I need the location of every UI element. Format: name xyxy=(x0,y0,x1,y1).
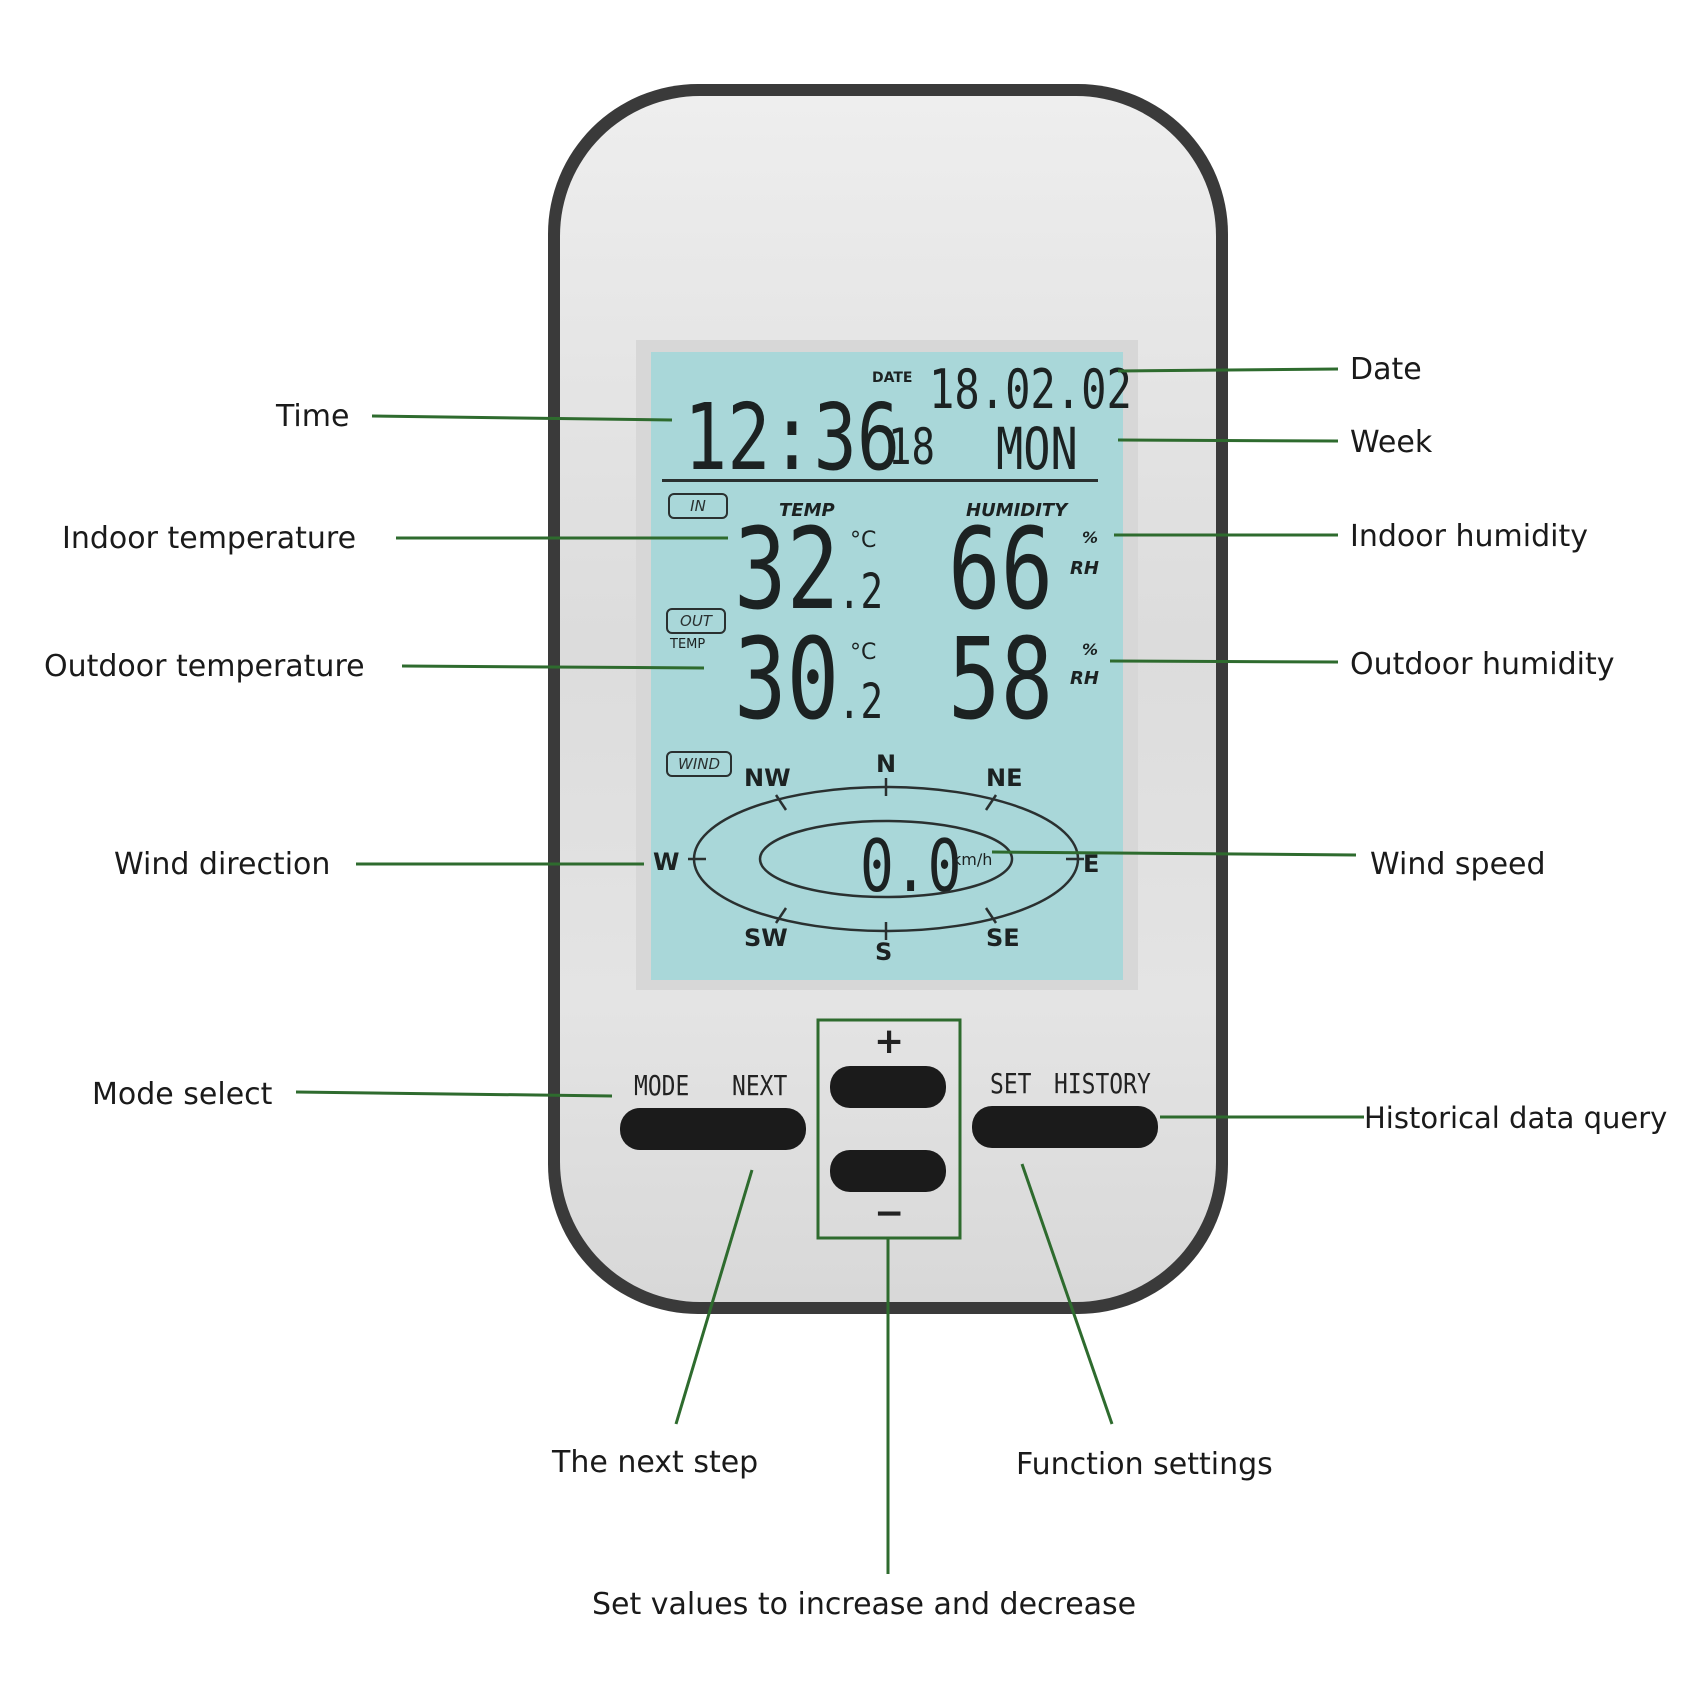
date-label: DATE xyxy=(872,370,913,386)
callout-function-settings: Function settings xyxy=(1016,1447,1273,1482)
callout-set-values: Set values to increase and decrease xyxy=(592,1587,1137,1622)
tick-se xyxy=(984,907,998,924)
leader-week xyxy=(1117,438,1339,443)
plus-minus-frame xyxy=(816,1018,962,1240)
leader-outdoor-humidity xyxy=(1109,659,1339,664)
callout-date: Date xyxy=(1350,352,1422,387)
minus-sign: − xyxy=(874,1193,905,1234)
callout-mode-select: Mode select xyxy=(92,1077,273,1112)
leader-outdoor-temperature xyxy=(401,664,705,670)
weekday-value: MON xyxy=(996,415,1078,483)
compass-w: W xyxy=(653,848,680,876)
indoor-temp-decimal: .2 xyxy=(838,564,884,620)
wind-outer-ring xyxy=(692,785,1080,933)
callout-wind-direction: Wind direction xyxy=(114,847,331,882)
leader-mode-select xyxy=(295,1090,613,1098)
wind-speed-unit: km/h xyxy=(952,850,993,869)
callout-wind-speed: Wind speed xyxy=(1370,847,1546,882)
compass-ne: NE xyxy=(986,764,1023,792)
callout-week: Week xyxy=(1350,425,1433,460)
compass-n: N xyxy=(876,750,897,778)
leader-next-step xyxy=(674,1169,754,1425)
indoor-temp-unit: °C xyxy=(850,528,877,553)
indoor-humidity-value: 66 xyxy=(948,505,1054,635)
outdoor-humidity-rh: RH xyxy=(1070,668,1099,689)
callout-historical-data-query: Historical data query xyxy=(1364,1101,1668,1135)
outdoor-temp-value: 30 xyxy=(734,615,840,745)
callout-indoor-humidity: Indoor humidity xyxy=(1350,519,1588,554)
leader-wind-speed xyxy=(991,850,1357,857)
temp-header: TEMP xyxy=(779,500,835,521)
compass-sw: SW xyxy=(744,924,788,952)
lcd-screen xyxy=(651,352,1123,980)
in-indicator: IN xyxy=(668,493,728,519)
leader-function-settings xyxy=(1020,1163,1114,1425)
callout-next-step: The next step xyxy=(552,1445,759,1480)
seconds-value: 18 xyxy=(888,418,935,476)
indoor-humidity-rh: RH xyxy=(1070,558,1099,579)
outdoor-temp-unit: °C xyxy=(850,640,877,665)
tick-sw xyxy=(774,907,788,924)
date-value: 18.02.02 xyxy=(929,358,1132,421)
set-history-button[interactable] xyxy=(972,1106,1158,1148)
out-temp-label: TEMP xyxy=(670,637,706,652)
indoor-humidity-pct: % xyxy=(1082,528,1099,547)
outdoor-temp-decimal: .2 xyxy=(838,674,884,730)
humidity-header: HUMIDITY xyxy=(966,500,1068,521)
wind-inner-ring xyxy=(758,819,1014,899)
callout-outdoor-humidity: Outdoor humidity xyxy=(1350,647,1615,682)
compass-se: SE xyxy=(986,924,1020,952)
wind-compass-graphic xyxy=(688,778,1084,940)
set-label: SET xyxy=(990,1067,1032,1100)
mode-label: MODE xyxy=(634,1069,690,1102)
compass-nw: NW xyxy=(744,764,791,792)
outdoor-humidity-pct: % xyxy=(1082,640,1099,659)
leader-lines xyxy=(295,367,1364,1574)
minus-button[interactable] xyxy=(830,1150,946,1192)
callout-indoor-temperature: Indoor temperature xyxy=(62,521,357,556)
leader-date xyxy=(1117,367,1339,373)
mode-next-button[interactable] xyxy=(620,1108,806,1150)
plus-sign: + xyxy=(874,1021,905,1062)
indoor-temp-value: 32 xyxy=(734,505,840,635)
compass-e: E xyxy=(1083,850,1100,878)
next-label: NEXT xyxy=(732,1069,788,1102)
plus-button[interactable] xyxy=(830,1066,946,1108)
wind-speed-value: 0.0 xyxy=(860,824,962,908)
callout-outdoor-temperature: Outdoor temperature xyxy=(44,649,365,684)
out-indicator: OUT xyxy=(666,608,726,634)
tick-ne xyxy=(984,794,998,811)
time-value: 12:36 xyxy=(684,384,901,491)
leader-time xyxy=(371,414,673,422)
outdoor-humidity-value: 58 xyxy=(948,615,1054,745)
history-label: HISTORY xyxy=(1054,1067,1151,1100)
lcd-divider xyxy=(662,479,1098,482)
wind-indicator: WIND xyxy=(666,751,732,777)
callout-time: Time xyxy=(276,399,350,434)
tick-nw xyxy=(774,794,788,811)
compass-s: S xyxy=(875,938,893,966)
